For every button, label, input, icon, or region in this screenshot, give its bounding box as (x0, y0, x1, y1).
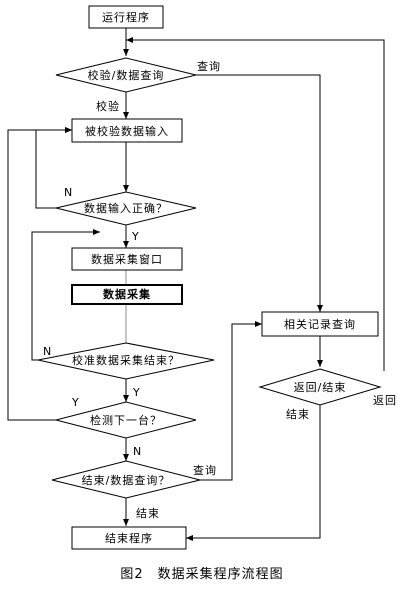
node-labels: 运行程序 校验/数据查询 被校验数据输入 数据输入正确？ 数据采集窗口 数据采集… (72, 10, 356, 545)
end-program-box (71, 526, 187, 550)
end-program-label: 结束程序 (105, 531, 153, 545)
input-data-box (71, 118, 183, 143)
input-data-label: 被校验数据输入 (85, 124, 169, 138)
start-label: 运行程序 (102, 10, 150, 24)
label-y-1: Y (131, 230, 139, 243)
edge-return-to-top (126, 37, 385, 371)
collect-window-label: 数据采集窗口 (91, 252, 163, 266)
calib-end-diamond (37, 342, 215, 380)
connectors (7, 28, 385, 541)
return-end-diamond (258, 368, 382, 406)
label-n-2: N (43, 345, 51, 358)
label-n-1: N (64, 186, 72, 199)
figure-caption: 图2 数据采集程序流程图 (120, 566, 283, 582)
verify-query-label: 校验/数据查询 (88, 68, 165, 82)
label-end-1: 结束 (136, 507, 160, 520)
next-unit-label: 检测下一台？ (90, 413, 162, 427)
edge-next-unit-loop (7, 127, 72, 421)
edge-end-query-to-related (200, 321, 262, 481)
label-query-2: 查询 (193, 463, 217, 477)
start-box (88, 5, 164, 29)
label-end-2: 结束 (286, 408, 310, 421)
input-correct-label: 数据输入正确？ (84, 201, 168, 215)
shapes (37, 5, 382, 550)
label-verify: 校验 (96, 99, 120, 113)
calib-end-label: 校准数据采集结束？ (72, 353, 180, 367)
verify-query-diamond (55, 57, 197, 93)
label-n-3: N (133, 445, 141, 458)
label-y-3: Y (71, 396, 79, 409)
label-return: 返回 (373, 394, 397, 407)
edge-return-end-to-end (186, 405, 321, 541)
edge-labels: 查询 校验 N Y N Y Y N 查询 结束 结束 返回 (43, 59, 397, 520)
collect-window-box (71, 247, 183, 271)
return-end-label: 返回/结束 (294, 381, 347, 394)
next-unit-diamond (55, 401, 197, 439)
label-query-1: 查询 (197, 59, 221, 73)
end-query-label: 结束/数据查询？ (82, 473, 171, 487)
input-correct-diamond (55, 191, 197, 226)
collect-label: 数据采集 (103, 287, 151, 301)
related-query-label: 相关记录查询 (284, 317, 356, 331)
label-y-2: Y (132, 386, 140, 399)
end-query-diamond (51, 460, 201, 499)
edge-query-to-related (196, 74, 323, 312)
edge-calib-not-done-loop (31, 229, 100, 361)
related-query-box (261, 311, 379, 337)
collect-box (71, 284, 183, 305)
